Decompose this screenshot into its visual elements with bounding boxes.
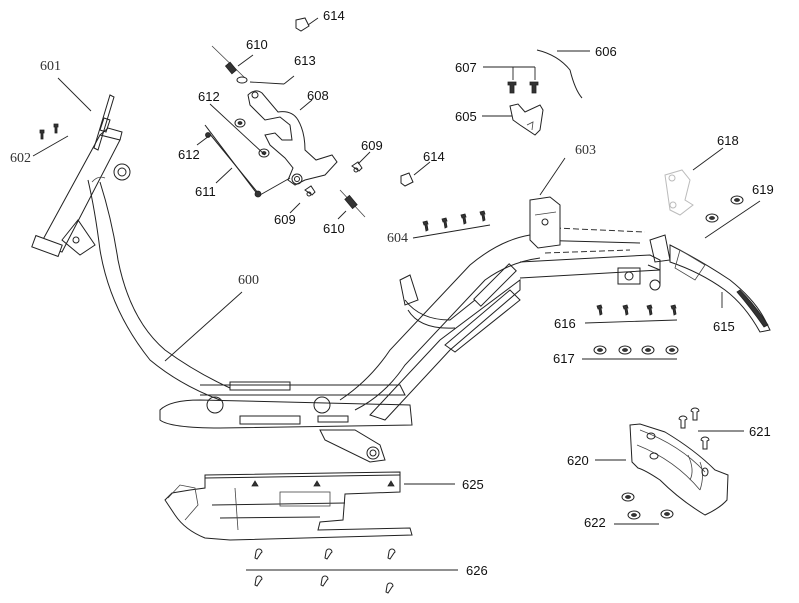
label-621: 621 (749, 424, 771, 439)
head-bracket-601 (93, 94, 115, 151)
label-609-b: 609 (274, 212, 296, 227)
label-609-a: 609 (361, 138, 383, 153)
label-612-b: 612 (178, 147, 200, 162)
label-617: 617 (553, 351, 575, 366)
label-620: 620 (567, 453, 589, 468)
label-615: 615 (713, 319, 735, 334)
nuts-619 (705, 195, 744, 223)
label-602: 602 (10, 151, 31, 166)
bushing-609-b (304, 185, 316, 197)
floor-panel-625 (164, 471, 413, 541)
nuts-622 (621, 492, 674, 520)
label-625: 625 (462, 477, 484, 492)
label-611: 611 (195, 184, 216, 199)
main-frame-600 (31, 127, 671, 463)
engine-hanger-608 (247, 90, 338, 186)
rubber-cap-614-b (400, 172, 414, 187)
label-603: 603 (575, 143, 596, 158)
label-622: 622 (584, 515, 606, 530)
screws-626 (254, 548, 396, 594)
label-614-b: 614 (423, 149, 445, 164)
label-604: 604 (387, 231, 408, 246)
label-614-a: 614 (323, 8, 345, 23)
label-601: 601 (40, 59, 61, 74)
screws-607 (507, 81, 539, 94)
bolts-621 (678, 407, 710, 450)
bolts-604 (422, 210, 486, 232)
label-600: 600 (238, 273, 259, 288)
bushing-609-a (351, 161, 363, 173)
label-610-b: 610 (323, 221, 345, 236)
label-612-a: 612 (198, 89, 220, 104)
bolts-616 (596, 304, 677, 316)
rear-bracket-615 (669, 244, 771, 333)
label-613: 613 (294, 53, 316, 68)
label-605: 605 (455, 109, 477, 124)
label-619: 619 (752, 182, 774, 197)
label-618: 618 (717, 133, 739, 148)
label-610-a: 610 (246, 37, 268, 52)
bolts-602 (39, 123, 59, 140)
label-626: 626 (466, 563, 488, 578)
label-616: 616 (554, 316, 576, 331)
leader-lines (32, 17, 761, 571)
side-cover-620 (629, 423, 729, 516)
mount-plate-605 (509, 103, 544, 136)
wire-606 (536, 49, 583, 99)
seat-bracket-603 (529, 196, 561, 249)
washer-613 (236, 76, 248, 84)
label-606: 606 (595, 44, 617, 59)
label-608: 608 (307, 88, 329, 103)
nuts-617 (593, 345, 679, 355)
rear-bracket-618 (664, 169, 694, 216)
rubber-cap-614-a (295, 17, 310, 32)
nut-610-b (339, 189, 366, 218)
washer-612 (234, 118, 270, 158)
label-607: 607 (455, 60, 477, 75)
nut-610-a (211, 45, 246, 79)
